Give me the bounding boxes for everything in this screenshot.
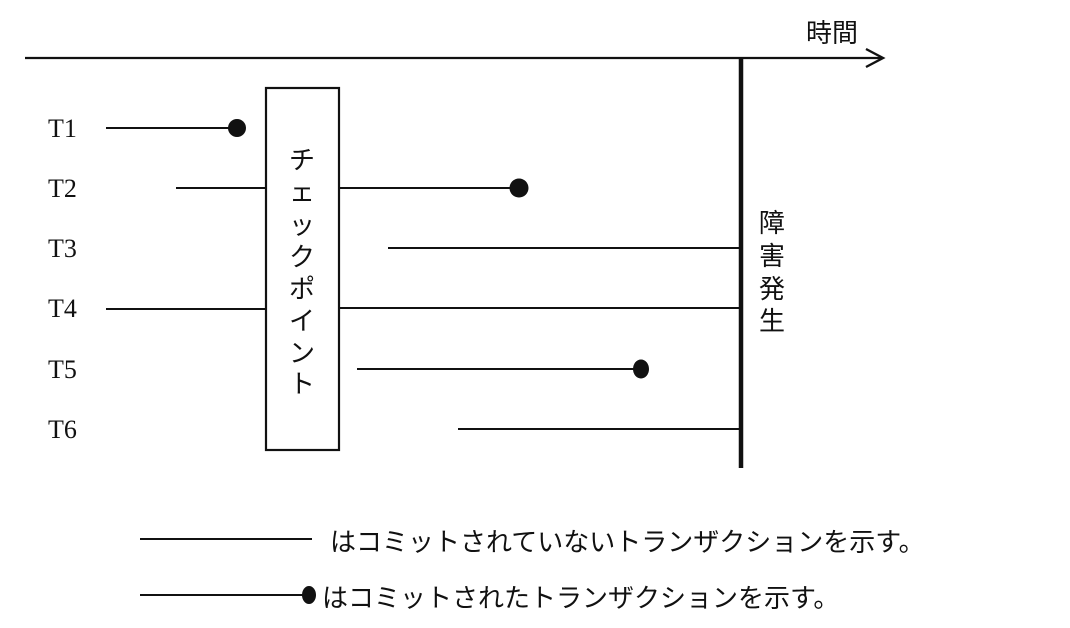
svg-text:ン: ン xyxy=(289,339,315,369)
time-axis-label: 時間 xyxy=(806,19,858,49)
svg-text:ク: ク xyxy=(289,243,315,273)
label-t2: T2 xyxy=(48,174,77,203)
transaction-t5 xyxy=(357,359,649,379)
svg-text:ポ: ポ xyxy=(289,275,315,305)
label-t4: T4 xyxy=(48,294,77,323)
checkpoint-label: チ ェ ッ ク ポ イ ン ト xyxy=(289,146,315,400)
label-t1: T1 xyxy=(48,114,77,143)
label-t6: T6 xyxy=(48,415,77,444)
svg-text:発: 発 xyxy=(759,275,785,305)
svg-text:害: 害 xyxy=(759,242,785,272)
svg-text:生: 生 xyxy=(759,307,785,337)
svg-text:障: 障 xyxy=(759,209,785,239)
transaction-t1 xyxy=(106,119,246,137)
commit-dot-icon xyxy=(228,119,246,137)
transaction-lines xyxy=(106,119,741,430)
commit-dot-icon xyxy=(302,586,316,604)
legend-uncommitted-text: はコミットされていないトランザクションを示す。 xyxy=(330,528,925,558)
legend-symbols xyxy=(140,538,316,604)
svg-text:ッ: ッ xyxy=(289,211,315,241)
label-t3: T3 xyxy=(48,234,77,263)
commit-dot-icon xyxy=(633,359,649,379)
failure-line: 障 害 発 生 xyxy=(738,58,785,468)
svg-text:ト: ト xyxy=(289,370,315,400)
svg-text:ェ: ェ xyxy=(289,178,315,208)
arrow-right-icon xyxy=(865,47,886,69)
label-t5: T5 xyxy=(48,355,77,384)
checkpoint-box: チ ェ ッ ク ポ イ ン ト xyxy=(264,86,341,452)
failure-label: 障 害 発 生 xyxy=(759,209,785,337)
legend-committed-text: はコミットされたトランザクションを示す。 xyxy=(322,584,840,614)
transaction-labels: T1 T2 T3 T4 T5 T6 xyxy=(48,114,77,444)
svg-text:チ: チ xyxy=(289,146,315,176)
time-axis: 時間 xyxy=(25,19,886,69)
transaction-t4 xyxy=(106,307,741,310)
commit-dot-icon xyxy=(509,178,529,198)
svg-text:イ: イ xyxy=(289,307,315,337)
transaction-t2 xyxy=(176,178,529,198)
